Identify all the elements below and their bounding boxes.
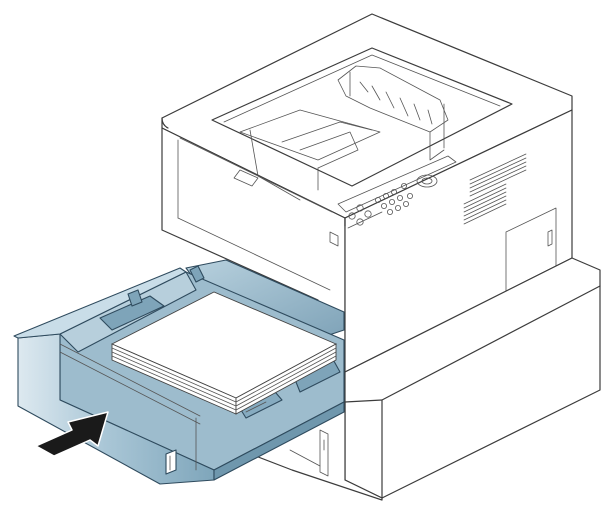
paper-tray <box>13 259 345 485</box>
paper-level-indicator <box>319 429 329 477</box>
front-door-details <box>177 137 339 291</box>
front-door-handle <box>233 169 259 187</box>
tray-handle <box>165 449 177 475</box>
keypad-buttons <box>348 182 413 226</box>
insert-direction-arrow <box>35 411 109 457</box>
paper-stack <box>110 291 338 415</box>
control-panel <box>337 155 457 229</box>
navigation-dial <box>416 174 438 188</box>
printer-body <box>161 13 573 403</box>
rear-cover-detail <box>337 65 449 161</box>
status-led <box>329 231 339 247</box>
